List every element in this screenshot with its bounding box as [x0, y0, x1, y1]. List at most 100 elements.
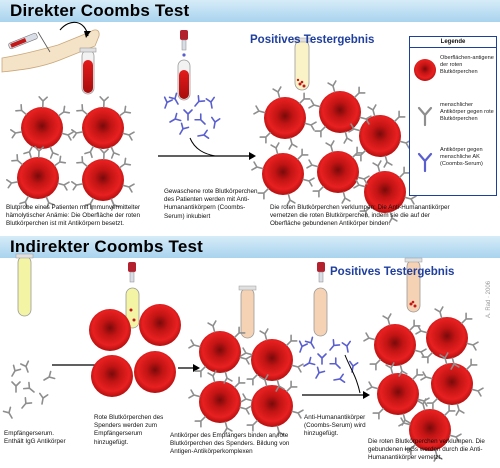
antibody-glyph	[338, 190, 351, 204]
human-antibody-icon	[417, 106, 433, 127]
antibody-glyph	[295, 340, 308, 355]
antibody-glyph	[183, 109, 193, 121]
anti-human-antibodies-direct	[160, 92, 221, 141]
free-antibodies-indirect	[2, 360, 56, 421]
direct-title-band: Direkter Coombs Test	[0, 0, 500, 22]
antibody-glyph	[259, 328, 272, 342]
antibody-glyph	[285, 136, 298, 150]
antibody-glyph	[363, 332, 377, 345]
antibody-glyph	[317, 353, 327, 365]
antibody-glyph	[452, 402, 465, 416]
antibody-glyph	[22, 381, 38, 396]
tube-indirect-3	[238, 285, 257, 339]
direct-title: Direkter Coombs Test	[10, 1, 190, 20]
antibody-glyph	[240, 393, 254, 406]
dropper-direct	[177, 30, 191, 101]
antibody-glyph	[290, 360, 304, 373]
indirect-caption-1: Empfängerserum. Enthält IgG Antikörper	[4, 430, 66, 446]
antibody-glyph	[220, 370, 233, 384]
legend-box: Legende Oberflächen-antigene der roten B…	[409, 36, 497, 196]
rbc-cluster-direct-1	[17, 107, 124, 201]
antibody-glyph	[191, 94, 206, 110]
antibody-glyph	[301, 356, 316, 371]
antibody-glyph	[194, 113, 209, 128]
antibody-glyph	[413, 345, 427, 358]
antibody-glyph	[167, 112, 182, 127]
dropper-indirect-2	[313, 262, 328, 337]
antibody-glyph	[306, 159, 320, 172]
antibody-glyph	[11, 381, 21, 393]
anti-human-antibodies-indirect	[295, 336, 359, 385]
antibody-glyph	[98, 148, 109, 160]
antibody-glyph	[290, 406, 304, 419]
indirect-caption-4: Anti-Humanantikörper (Coombs-Serum) wird…	[304, 414, 366, 438]
antibody-glyph	[303, 118, 317, 131]
antibody-glyph	[325, 140, 338, 154]
direct-caption-1: Blutprobe eines Patienten mit immunvermi…	[6, 204, 141, 228]
rbc-cluster-direct-result	[262, 91, 406, 213]
antibody-glyph	[434, 306, 447, 320]
rbc-antigen-icon	[414, 59, 436, 81]
antibody-glyph	[301, 174, 315, 187]
antibody-glyph	[37, 96, 48, 108]
result-tube-direct	[292, 37, 312, 91]
antibody-glyph	[70, 179, 84, 191]
antibody-glyph	[5, 177, 19, 189]
antibody-glyph	[367, 104, 380, 118]
antibody-glyph	[420, 371, 434, 384]
legend-title: Legende	[410, 37, 496, 48]
antibody-glyph	[332, 373, 346, 385]
legend-item-antigen: Oberflächen-antigene der roten Blutkörpe…	[440, 55, 494, 75]
antibody-glyph	[380, 154, 393, 168]
indirect-title-band: Indirekter Coombs Test	[0, 236, 500, 258]
arm-with-syringe	[1, 21, 100, 73]
antibody-glyph	[251, 161, 265, 174]
antibody-glyph	[56, 178, 70, 191]
antibody-glyph	[329, 357, 344, 372]
antibody-glyph	[366, 381, 380, 394]
rbc-cluster-indirect-result	[374, 317, 473, 451]
antibody-glyph	[98, 96, 109, 108]
indirect-caption-2: Rote Blutkörperchen des Spenders werden …	[94, 414, 164, 446]
result-tube-indirect	[404, 257, 423, 313]
antibody-glyph	[326, 338, 341, 354]
antibody-glyph	[341, 340, 353, 354]
antibody-glyph	[465, 338, 479, 351]
antibody-glyph	[2, 406, 17, 421]
direct-caption-3: Die roten Blutkörperchen verklumpen: Die…	[270, 204, 450, 228]
antibody-glyph	[382, 313, 395, 327]
dropper-indirect-1	[125, 262, 140, 329]
antibody-glyph	[160, 96, 173, 111]
antibody-glyph	[175, 122, 190, 137]
antibody-glyph	[7, 364, 22, 379]
antibody-glyph	[347, 360, 359, 374]
antibody-glyph	[327, 80, 340, 94]
antibody-glyph	[41, 370, 56, 385]
antibody-glyph	[121, 180, 135, 193]
antibody-glyph	[196, 129, 210, 141]
antibody-glyph	[470, 384, 484, 397]
antibody-glyph	[9, 127, 23, 139]
antibody-glyph	[121, 128, 135, 141]
direct-result-title: Positives Testergebnis	[250, 34, 375, 46]
indirect-title: Indirekter Coombs Test	[10, 237, 204, 256]
watermark: A. Rad · 2006	[486, 280, 492, 318]
legend-item-coombs-antibody: Antikörper gegen menschliche AK (Coombs-…	[440, 147, 483, 167]
antibody-glyph	[37, 392, 49, 406]
antibody-glyph	[70, 127, 84, 139]
serum-tube-indirect	[15, 253, 34, 317]
antibody-glyph	[308, 99, 322, 112]
antibody-glyph	[205, 96, 217, 110]
antibody-glyph	[60, 128, 74, 141]
antibody-glyph	[253, 105, 267, 118]
antibody-glyph	[272, 86, 285, 100]
antibody-glyph	[372, 160, 385, 174]
antibody-glyph	[188, 339, 202, 352]
antibody-glyph	[18, 396, 33, 412]
indirect-caption-5: Die roten Blutkörperchen verklumpen. Die…	[368, 438, 485, 462]
antibody-glyph	[415, 325, 429, 338]
antibody-glyph	[207, 320, 220, 334]
antibody-glyph	[311, 366, 326, 381]
antibody-glyph	[188, 389, 202, 402]
antibody-glyph	[238, 402, 252, 415]
